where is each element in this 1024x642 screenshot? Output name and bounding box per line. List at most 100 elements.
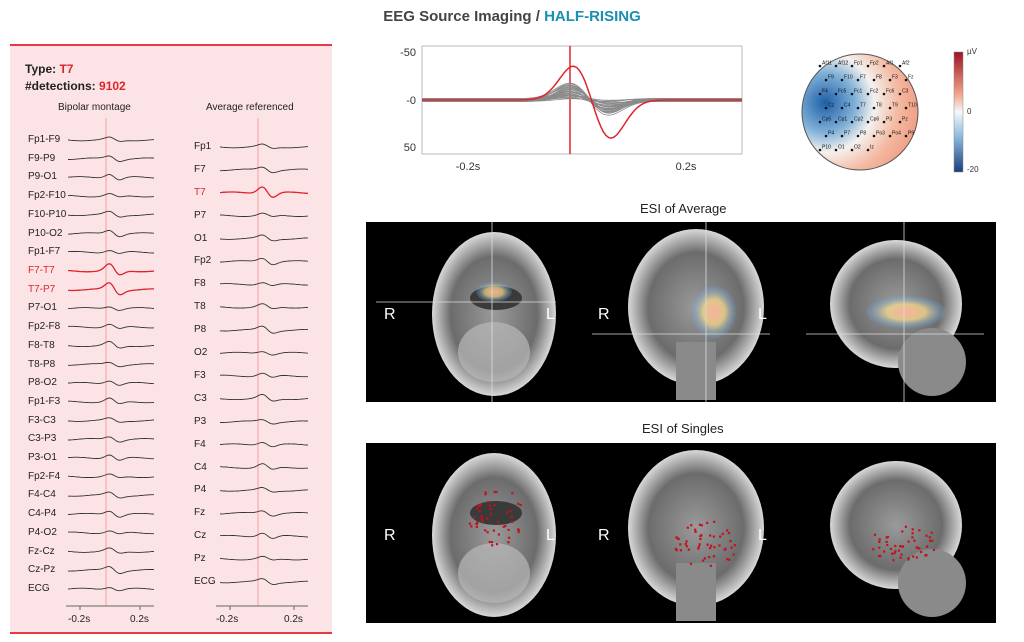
- source-dot: [932, 548, 935, 551]
- colorbar-zero: 0: [967, 107, 972, 116]
- source-dot: [907, 540, 910, 543]
- channel-label-f7: F7: [194, 163, 206, 175]
- axial-left-label: L: [546, 306, 555, 323]
- source-dot: [912, 555, 915, 558]
- source-dot: [915, 546, 918, 549]
- source-dot: [930, 531, 933, 534]
- source-dot: [886, 543, 889, 547]
- source-dot: [878, 546, 881, 549]
- channel-label-p7-o1: P7-O1: [28, 302, 57, 314]
- channel-label-cz: Cz: [194, 530, 207, 542]
- source-dot: [901, 530, 904, 533]
- source-dot: [517, 528, 520, 532]
- electrode-dot-f8: [872, 78, 876, 82]
- axial-right-label: R: [384, 527, 396, 544]
- source-dot: [728, 558, 731, 561]
- channel-label-fp1-f3: Fp1-F3: [28, 395, 61, 407]
- electrode-dot-t8: [872, 106, 876, 110]
- electrode-label-f9: F9: [828, 75, 834, 81]
- electrode-dot-cz: [824, 106, 828, 110]
- source-dot: [733, 544, 736, 547]
- electrode-label-cz: Cz: [828, 103, 835, 109]
- source-dot: [505, 511, 508, 514]
- source-dot: [473, 516, 476, 519]
- electrode-dot-cp5: [818, 120, 822, 124]
- source-dot: [911, 528, 914, 531]
- electrode-dot-t7: [856, 106, 860, 110]
- electrode-label-fp2: Fp2: [870, 61, 879, 67]
- electrode-label-fc1: Fc1: [854, 89, 863, 95]
- electrode-dot-af2: [898, 64, 902, 68]
- channel-label-f7-t7: F7-T7: [28, 264, 55, 276]
- electrode-dot-p10: [818, 148, 822, 152]
- trace-pz: [219, 555, 309, 561]
- channel-label-fz: Fz: [194, 507, 206, 519]
- source-dot: [486, 517, 489, 520]
- channel-label-t7: T7: [194, 186, 206, 198]
- electrode-label-fp1: Fp1: [854, 61, 863, 67]
- electrode-label-p4: P4: [828, 131, 834, 137]
- electrode-label-o1: O1: [838, 145, 845, 151]
- source-dot: [879, 555, 882, 558]
- electrode-dot-t10: [904, 106, 908, 110]
- source-dot: [931, 539, 934, 542]
- coronal-right-label: R: [598, 527, 610, 544]
- esi-average-title: ESI of Average: [640, 201, 727, 216]
- electrode-dot-fp1: [850, 64, 854, 68]
- source-dot: [700, 534, 703, 537]
- source-dot: [675, 549, 678, 552]
- electrode-label-fc2: Fc2: [870, 89, 879, 95]
- source-dot: [689, 562, 692, 565]
- electrode-dot-p7: [840, 134, 844, 138]
- trace-t7-p7: [68, 282, 154, 296]
- source-dot: [480, 515, 483, 518]
- source-dot: [484, 529, 487, 532]
- average-title: Average referenced: [206, 102, 294, 113]
- bipolar-traces: [67, 136, 155, 592]
- trace-ecg: [219, 578, 308, 585]
- electrode-label-f8: F8: [876, 75, 882, 81]
- source-dot: [885, 536, 888, 539]
- coronal-left-label: L: [758, 527, 767, 544]
- trace-fp2-f10: [68, 193, 155, 198]
- source-dot: [675, 536, 678, 539]
- source-dot: [495, 543, 499, 546]
- butterfly-ytick-neg: -50: [400, 47, 416, 59]
- electrode-label-o2: O2: [854, 145, 861, 151]
- source-dot: [712, 555, 716, 558]
- coronal-right-label: R: [598, 306, 610, 323]
- source-dot: [690, 524, 693, 527]
- electrode-label-t10: T10: [908, 103, 917, 109]
- source-dot: [492, 529, 495, 532]
- trace-t8: [219, 303, 309, 310]
- butterfly-plot: -50 -0 50 -0.2s 0.2s: [400, 45, 743, 173]
- trace-p8: [219, 325, 308, 334]
- electrode-label-p10: P10: [822, 145, 831, 151]
- source-dot: [480, 517, 483, 520]
- source-dot: [706, 521, 709, 524]
- axial-sinus: [470, 501, 522, 525]
- channel-label-ecg: ECG: [194, 576, 216, 587]
- source-dot: [718, 544, 721, 547]
- electrode-dot-f10: [840, 78, 844, 82]
- topomap-colorbar: [953, 51, 964, 173]
- detections-line: #detections: 9102: [25, 79, 126, 93]
- source-dot: [491, 544, 494, 547]
- electrode-label-f3: F3: [892, 75, 898, 81]
- channel-label-fp2-f4: Fp2-F4: [28, 470, 61, 482]
- colorbar-unit: µV: [967, 47, 978, 56]
- source-dot: [886, 535, 889, 539]
- electrode-dot-fc1: [850, 92, 854, 96]
- sagittal-activation: [866, 296, 946, 328]
- electrode-dot-f7: [856, 78, 860, 82]
- source-dot: [493, 491, 496, 494]
- electrode-label-cp2: Cp2: [854, 117, 863, 123]
- source-dot: [929, 539, 932, 542]
- electrode-dot-cp2: [850, 120, 854, 124]
- channel-label-p7: P7: [194, 209, 207, 221]
- trace-p7-o1: [67, 306, 155, 311]
- electrode-label-cp1: Cp1: [838, 117, 847, 123]
- source-dot: [674, 547, 677, 551]
